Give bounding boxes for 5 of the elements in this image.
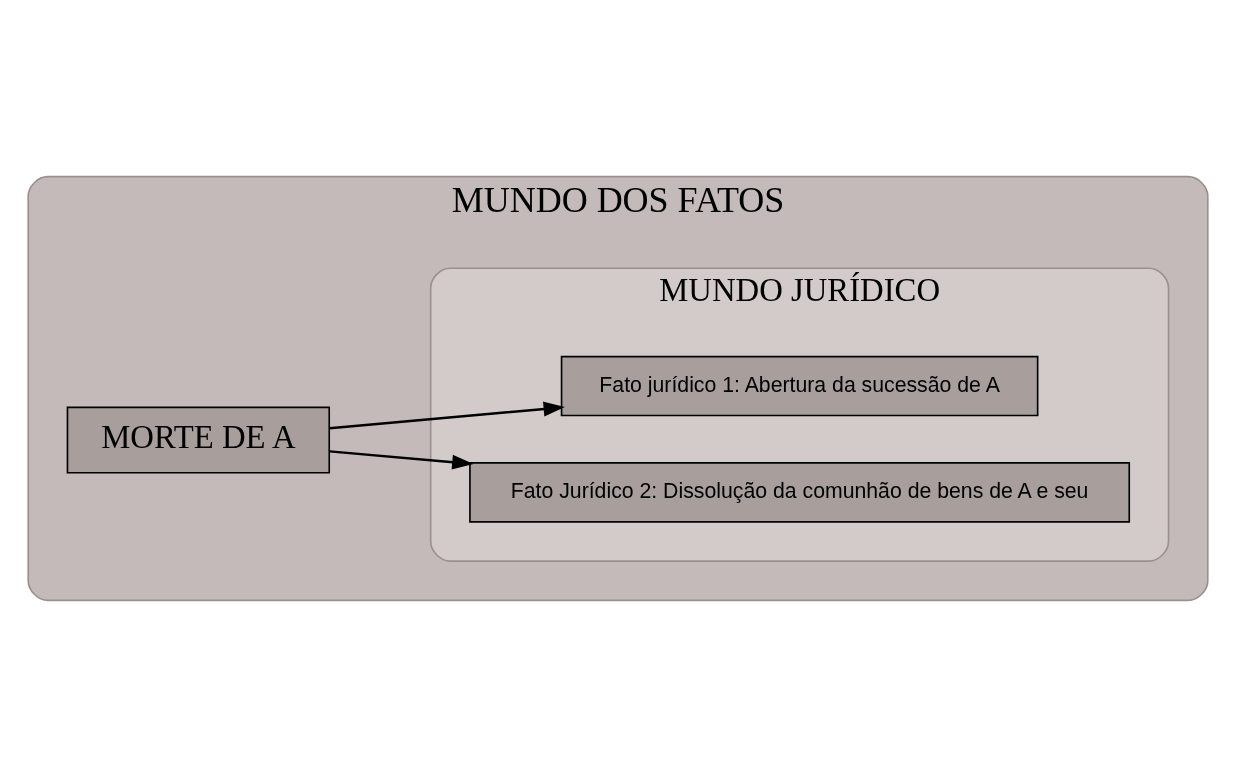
- node-box: MORTE DE A: [66, 406, 331, 474]
- arrow: [329, 449, 474, 470]
- node-box: Fato Jurídico 2: Dissolução da comunhão de bens de A e seu: [469, 461, 1131, 523]
- node-box: Fato jurídico 1: Abertura da sucessão de A: [560, 355, 1039, 416]
- arrow: [329, 401, 565, 430]
